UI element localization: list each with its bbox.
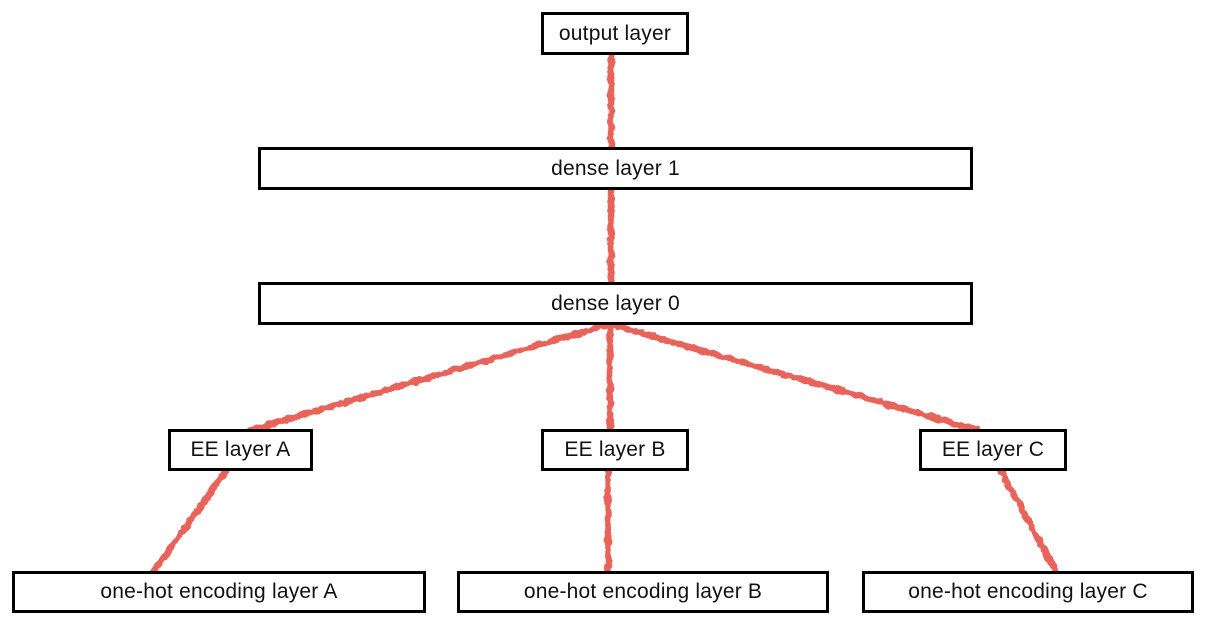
edge-dense0-to-ee-c — [606, 320, 981, 434]
edge-dense0-to-ee-a — [247, 320, 614, 434]
node-one-hot-encoding-layer-a: one-hot encoding layer A — [12, 571, 426, 613]
node-one-hot-encoding-layer-c: one-hot encoding layer C — [862, 571, 1194, 613]
edge-ee-a-to-onehot-a — [150, 467, 230, 575]
node-ee-layer-b: EE layer B — [541, 429, 689, 471]
node-dense-layer-0: dense layer 0 — [258, 282, 973, 325]
node-output-layer: output layer — [541, 12, 689, 55]
edge-ee-c-to-onehot-c — [997, 467, 1060, 575]
node-dense-layer-1: dense layer 1 — [258, 147, 973, 190]
node-ee-layer-a: EE layer A — [168, 429, 313, 471]
node-one-hot-encoding-layer-b: one-hot encoding layer B — [457, 571, 829, 613]
node-ee-layer-c: EE layer C — [919, 429, 1067, 471]
